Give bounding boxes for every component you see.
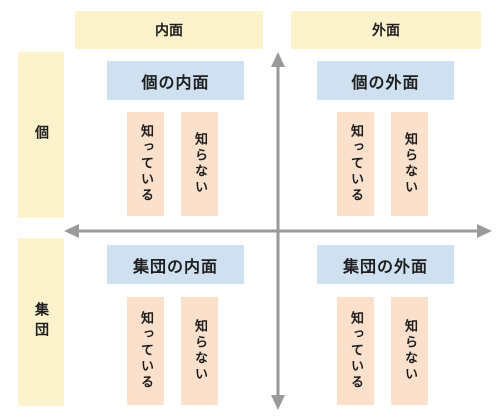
horizontal-axis: [64, 224, 492, 238]
individual-outer-known: 知っている: [337, 112, 374, 216]
group-inner-known: 知っている: [127, 297, 164, 405]
arrow-left-icon: [64, 224, 79, 238]
row-header-group: 集団: [18, 238, 64, 406]
group-outer-unknown: 知らない: [391, 297, 428, 405]
arrow-right-icon: [477, 224, 492, 238]
individual-inner-unknown: 知らない: [181, 112, 218, 216]
arrow-up-icon: [271, 52, 285, 67]
individual-inner-known: 知っている: [127, 112, 164, 216]
quadrant-title-individual-outer: 個の外面: [317, 61, 454, 100]
quadrant-title-group-outer: 集団の外面: [317, 245, 454, 284]
column-header-inner: 内面: [75, 11, 263, 49]
quadrant-title-group-inner: 集団の内面: [107, 245, 244, 284]
quadrant-title-individual-inner: 個の内面: [107, 61, 244, 100]
row-header-individual: 個: [18, 52, 64, 218]
group-outer-known: 知っている: [337, 297, 374, 405]
column-header-outer: 外面: [291, 11, 481, 49]
group-inner-unknown: 知らない: [181, 297, 218, 405]
individual-outer-unknown: 知らない: [391, 112, 428, 216]
arrow-down-icon: [271, 395, 285, 410]
